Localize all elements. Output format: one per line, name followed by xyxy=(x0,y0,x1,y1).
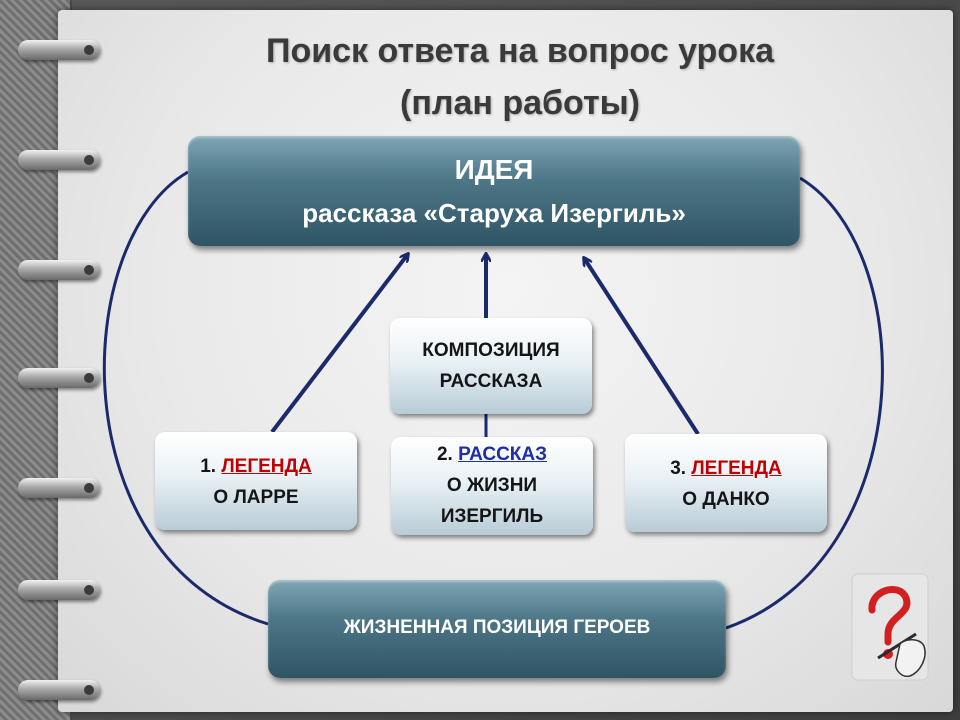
part-keyword: ЛЕГЕНДА xyxy=(691,458,782,479)
left-loop-curve xyxy=(102,170,269,626)
right-loop-curve xyxy=(725,176,884,630)
part-number: 2. xyxy=(436,444,459,465)
part-number: 1. xyxy=(200,456,222,477)
life-position-box: ЖИЗНЕННАЯ ПОЗИЦИЯ ГЕРОЕВ xyxy=(268,580,726,678)
legend-larra-box: 1. ЛЕГЕНДА О ЛАРРЕ xyxy=(155,432,357,530)
binder-ring-icon xyxy=(18,478,100,498)
arrow-left xyxy=(270,254,408,434)
part-subject-2: ИЗЕРГИЛЬ xyxy=(440,506,544,527)
legend-danko-box: 3. ЛЕГЕНДА О ДАНКО xyxy=(625,434,827,532)
part-subject: О ЛАРРЕ xyxy=(213,487,299,508)
composition-box: КОМПОЗИЦИЯ РАССКАЗА xyxy=(390,318,592,414)
story-izergil-box: 2. РАССКАЗ О ЖИЗНИ ИЗЕРГИЛЬ xyxy=(391,437,593,535)
idea-heading: ИДЕЯ xyxy=(454,154,534,185)
page-subtitle: (план работы) xyxy=(400,84,640,122)
binder-ring-icon xyxy=(18,40,100,60)
binder-ring-icon xyxy=(18,368,100,388)
part-subject: О ДАНКО xyxy=(682,489,770,510)
question-mark-hand-icon xyxy=(851,573,929,681)
binder-ring-icon xyxy=(18,580,100,600)
part-number: 3. xyxy=(670,458,692,479)
part-subject: О ЖИЗНИ xyxy=(446,475,538,496)
part-keyword: РАССКАЗ xyxy=(458,444,548,465)
page-title: Поиск ответа на вопрос урока xyxy=(266,32,774,70)
binder-ring-icon xyxy=(18,260,100,280)
life-position-label: ЖИЗНЕННАЯ ПОЗИЦИЯ ГЕРОЕВ xyxy=(343,617,651,638)
composition-line2: РАССКАЗА xyxy=(439,371,543,392)
part-keyword: ЛЕГЕНДА xyxy=(221,456,312,477)
idea-box: ИДЕЯ рассказа «Старуха Изергиль» xyxy=(188,136,800,246)
arrow-right xyxy=(584,258,700,436)
composition-line1: КОМПОЗИЦИЯ xyxy=(422,340,560,361)
idea-story-title: рассказа «Старуха Изергиль» xyxy=(302,198,686,228)
binder-ring-icon xyxy=(18,150,100,170)
binder-ring-icon xyxy=(18,680,100,700)
